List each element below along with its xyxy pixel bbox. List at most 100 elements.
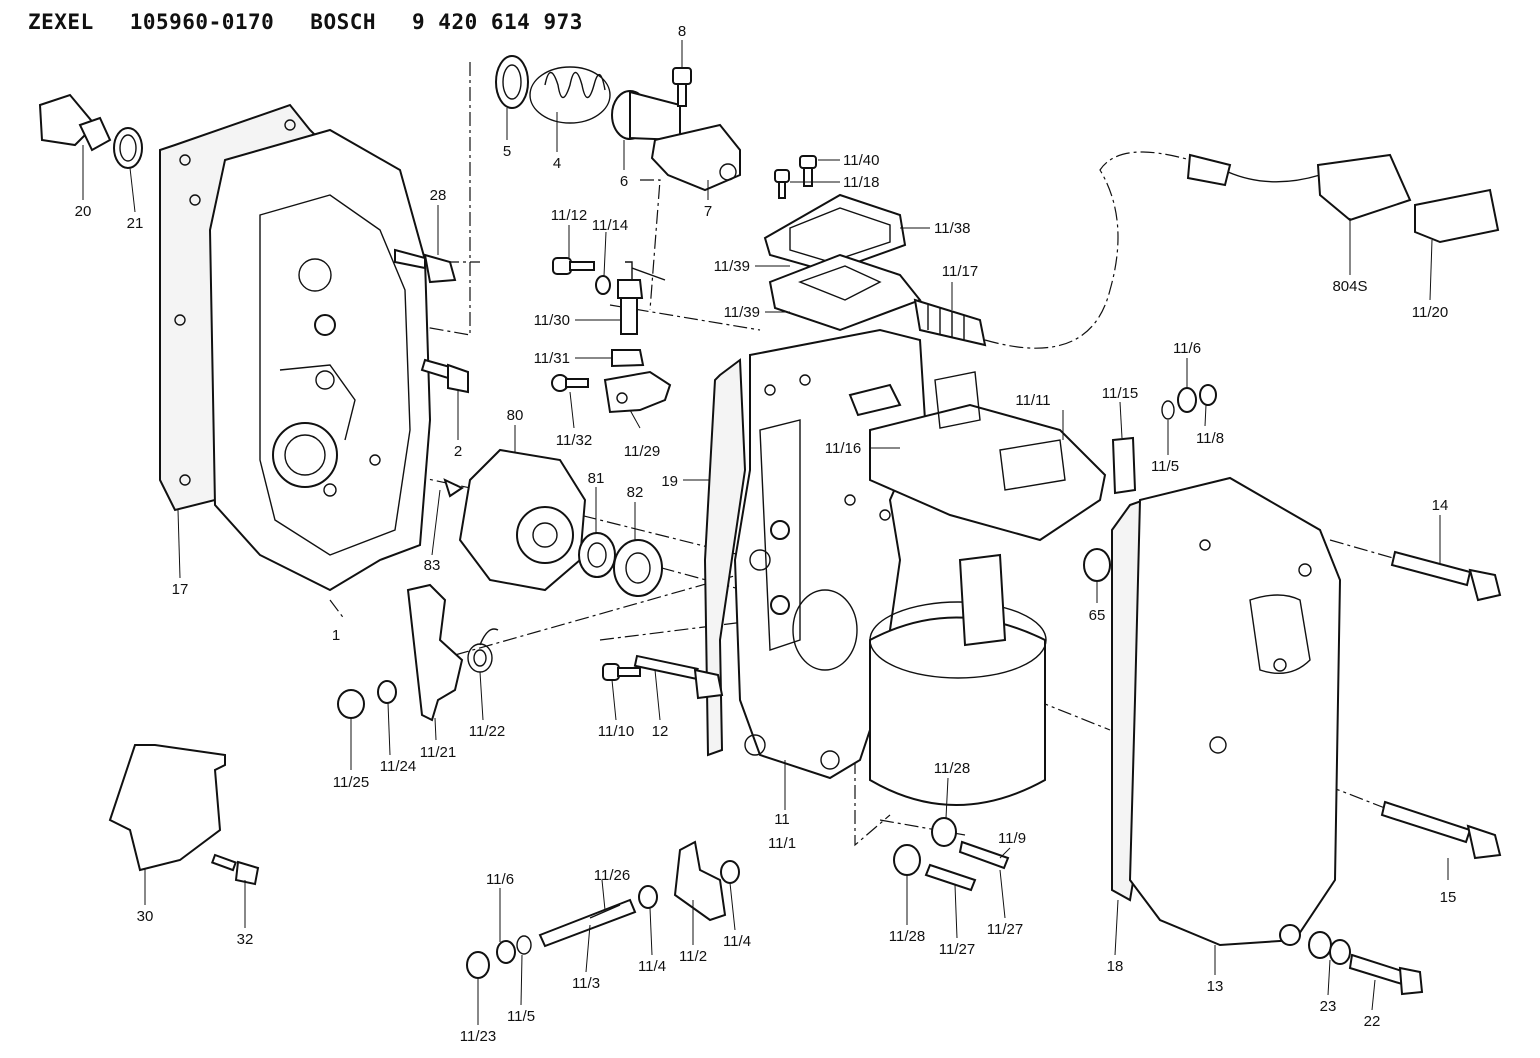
label-p11: 11 [774,811,790,828]
label-p83: 83 [424,557,441,574]
part-4-spring [529,66,611,124]
label-p13: 13 [1207,978,1224,995]
label-p1139a: 11/39 [714,258,750,275]
part-11-15-terminal [1111,436,1137,495]
label-p115b: 11/5 [507,1008,535,1025]
label-p17: 17 [172,581,189,598]
label-p113: 11/3 [572,975,600,992]
label-p114b: 11/4 [723,933,751,950]
part-11-11-actuator-plate [869,371,1107,542]
part-14-bolt [1390,550,1502,602]
label-p1138: 11/38 [934,220,970,237]
part-labels: 8 5 4 6 7 20 21 28 2 17 1 80 81 82 83 11… [75,23,1457,1045]
part-11-23-cap [466,951,490,979]
label-p1114: 11/14 [592,217,628,234]
label-p1111: 11/11 [1015,392,1050,409]
part-11-25-nut [337,689,365,719]
part-11-18-screw [774,169,790,199]
part-19-gasket [703,358,747,757]
part-11-2-lever [673,840,727,922]
label-p1129: 11/29 [624,443,660,460]
part-81-washer [578,532,616,578]
part-22-bolt [1348,953,1424,996]
part-11-4-washer-right [720,860,740,884]
label-p21: 21 [127,215,144,232]
part-82-sleeve [613,539,663,597]
part-11-21-lever [406,583,464,722]
part-32-bolt [210,853,260,886]
label-p12: 12 [652,723,669,740]
part-21-washer [113,127,143,169]
leader-lines [82,40,1449,1025]
part-11-3-shaft [538,898,637,948]
part-11-31-nut [611,349,645,368]
part-7-lever-bracket [650,123,741,192]
label-p1127a: 11/27 [939,941,975,958]
label-p1125: 11/25 [333,774,369,791]
part-65-bushing [1083,548,1111,582]
label-p116b: 11/6 [486,871,514,888]
part-11-30-stud [617,261,666,335]
part-11-12-screw [552,257,595,275]
label-p115a: 11/5 [1151,458,1179,475]
label-p1139b: 11/39 [724,304,760,321]
label-p32: 32 [237,931,254,948]
label-p1132: 11/32 [556,432,592,449]
part-804s-connector [1186,153,1412,222]
label-p18: 18 [1107,958,1124,975]
label-p1112: 11/12 [551,207,587,224]
label-p804s: 804S [1332,278,1367,295]
label-p1120: 11/20 [1412,304,1448,321]
part-11-9-stud [958,840,1010,870]
part-11-20-cap [1414,188,1500,244]
part-5-seat [495,55,529,109]
label-p8: 8 [678,23,686,40]
label-p1118: 11/18 [843,174,879,191]
header-zexel-number: 105960-0170 [129,10,275,34]
part-11-28-nut-upper [931,817,957,847]
label-p1123: 11/23 [460,1028,496,1045]
label-p1131: 11/31 [534,350,570,367]
label-p1116: 11/16 [825,440,861,457]
part-11-5-oring-upper [1161,400,1175,420]
label-p1110: 11/10 [598,723,634,740]
part-11-5-oring-lower [516,935,532,955]
label-p1130: 11/30 [534,312,570,329]
label-p4: 4 [553,155,561,172]
label-p15: 15 [1440,889,1457,906]
header-bosch-number: 9 420 614 973 [412,10,583,34]
part-11-40-screw [799,155,817,187]
label-p14: 14 [1432,497,1449,514]
part-11-29-bracket [603,370,672,414]
label-p1115: 11/15 [1102,385,1138,402]
label-p6: 6 [620,173,628,190]
part-11-39-gasket [768,253,922,332]
part-11-10-screw [602,663,641,681]
part-8-screw [672,67,692,107]
label-p28: 28 [430,187,447,204]
label-p1140: 11/40 [843,152,879,169]
label-p20: 20 [75,203,92,220]
part-11-8-nut [1199,384,1217,406]
solenoid-coil [869,553,1047,806]
part-6-sleeve [611,90,681,142]
part-11-26-pin [589,904,621,919]
label-p30: 30 [137,908,154,925]
label-p65: 65 [1089,607,1106,624]
label-p1128b: 11/28 [889,928,925,945]
header-brand-zexel: ZEXEL [28,10,94,34]
part-11-38-cover [763,193,907,274]
label-p114a: 11/4 [638,958,666,975]
part-1-governor-housing [208,128,432,592]
label-p1122: 11/22 [469,723,505,740]
label-p1121: 11/21 [420,744,456,761]
label-p1124: 11/24 [380,758,416,775]
part-12-bolt [633,654,724,700]
label-p81: 81 [588,470,605,487]
label-p1: 1 [332,627,340,644]
label-p1126: 11/26 [594,867,630,884]
part-11-6-washer-lower [496,940,516,964]
label-p111: 11/1 [768,835,796,852]
